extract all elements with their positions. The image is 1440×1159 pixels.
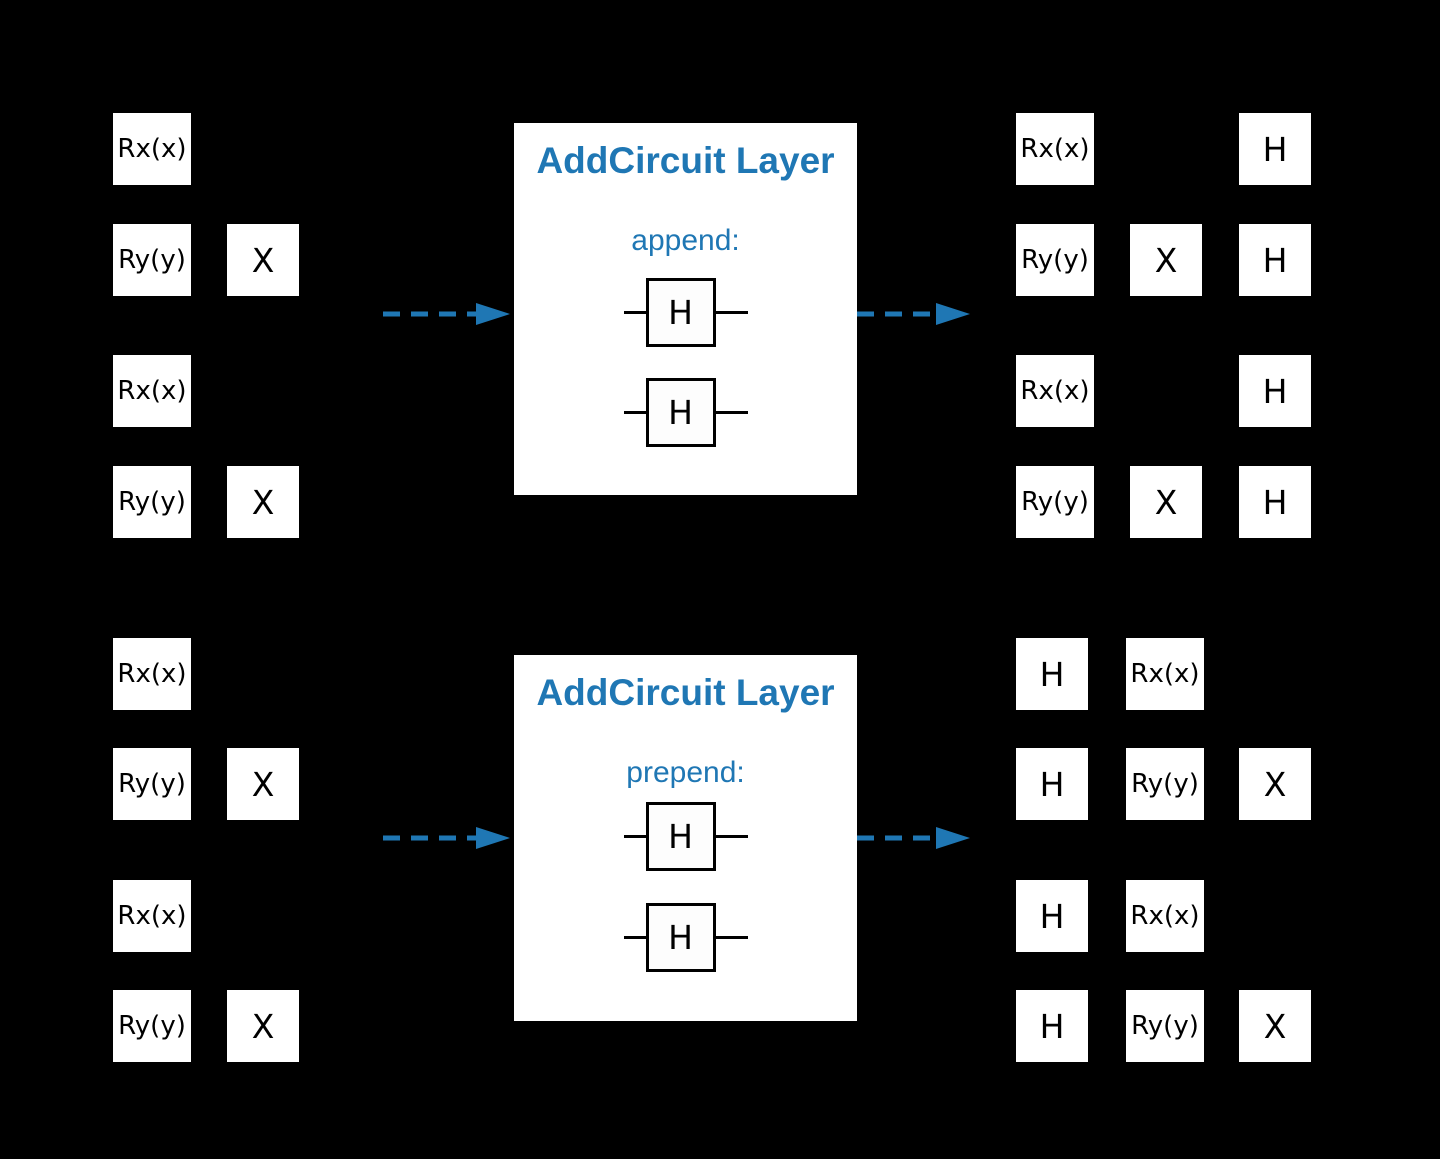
operation-label: prepend:: [626, 756, 745, 789]
gate-x: X: [227, 748, 299, 820]
h-gate-with-wires: H: [623, 378, 748, 447]
gate-h: H: [645, 278, 716, 347]
wire-right: [715, 411, 748, 414]
gate-h: H: [645, 802, 716, 871]
dashed-arrow-right-icon: [383, 303, 510, 325]
gate-h: H: [1239, 466, 1311, 538]
gate-h: H: [1239, 224, 1311, 296]
wire-left: [623, 411, 646, 414]
wire-right: [715, 936, 748, 939]
gate-h: H: [1016, 638, 1088, 710]
gate-x: X: [227, 224, 299, 296]
gate-ry: Ry(y): [113, 466, 191, 538]
gate-h: H: [645, 903, 716, 972]
gate-h: H: [1239, 113, 1311, 185]
gate-rx: Rx(x): [113, 880, 191, 952]
wire-left: [623, 936, 646, 939]
gate-x: X: [1239, 990, 1311, 1062]
wire-left: [623, 311, 646, 314]
gate-x: X: [227, 466, 299, 538]
dashed-arrow-right-icon: [857, 827, 970, 849]
panel-title: AddCircuit Layer: [536, 140, 835, 181]
addcircuit-panel-append: AddCircuit Layer append: H H: [514, 123, 857, 495]
h-gate-with-wires: H: [623, 278, 748, 347]
gate-ry: Ry(y): [113, 224, 191, 296]
gate-h: H: [1016, 748, 1088, 820]
addcircuit-panel-prepend: AddCircuit Layer prepend: H H: [514, 655, 857, 1021]
gate-rx: Rx(x): [1016, 355, 1094, 427]
gate-ry: Ry(y): [113, 748, 191, 820]
gate-h: H: [645, 378, 716, 447]
gate-h: H: [1016, 990, 1088, 1062]
dashed-arrow-right-icon: [383, 827, 510, 849]
gate-ry: Ry(y): [1016, 224, 1094, 296]
gate-x: X: [1239, 748, 1311, 820]
gate-ry: Ry(y): [1016, 466, 1094, 538]
gate-ry: Ry(y): [113, 990, 191, 1062]
dashed-arrow-right-icon: [857, 303, 970, 325]
gate-rx: Rx(x): [1016, 113, 1094, 185]
h-gate-with-wires: H: [623, 903, 748, 972]
gate-rx: Rx(x): [1126, 880, 1204, 952]
gate-rx: Rx(x): [113, 113, 191, 185]
wire-left: [623, 835, 646, 838]
panel-title: AddCircuit Layer: [536, 672, 835, 713]
gate-rx: Rx(x): [1126, 638, 1204, 710]
gate-ry: Ry(y): [1126, 748, 1204, 820]
gate-x: X: [1130, 466, 1202, 538]
gate-x: X: [1130, 224, 1202, 296]
gate-ry: Ry(y): [1126, 990, 1204, 1062]
operation-label: append:: [631, 224, 740, 257]
gate-h: H: [1239, 355, 1311, 427]
gate-rx: Rx(x): [113, 638, 191, 710]
wire-right: [715, 311, 748, 314]
gate-h: H: [1016, 880, 1088, 952]
gate-x: X: [227, 990, 299, 1062]
gate-rx: Rx(x): [113, 355, 191, 427]
wire-right: [715, 835, 748, 838]
h-gate-with-wires: H: [623, 802, 748, 871]
